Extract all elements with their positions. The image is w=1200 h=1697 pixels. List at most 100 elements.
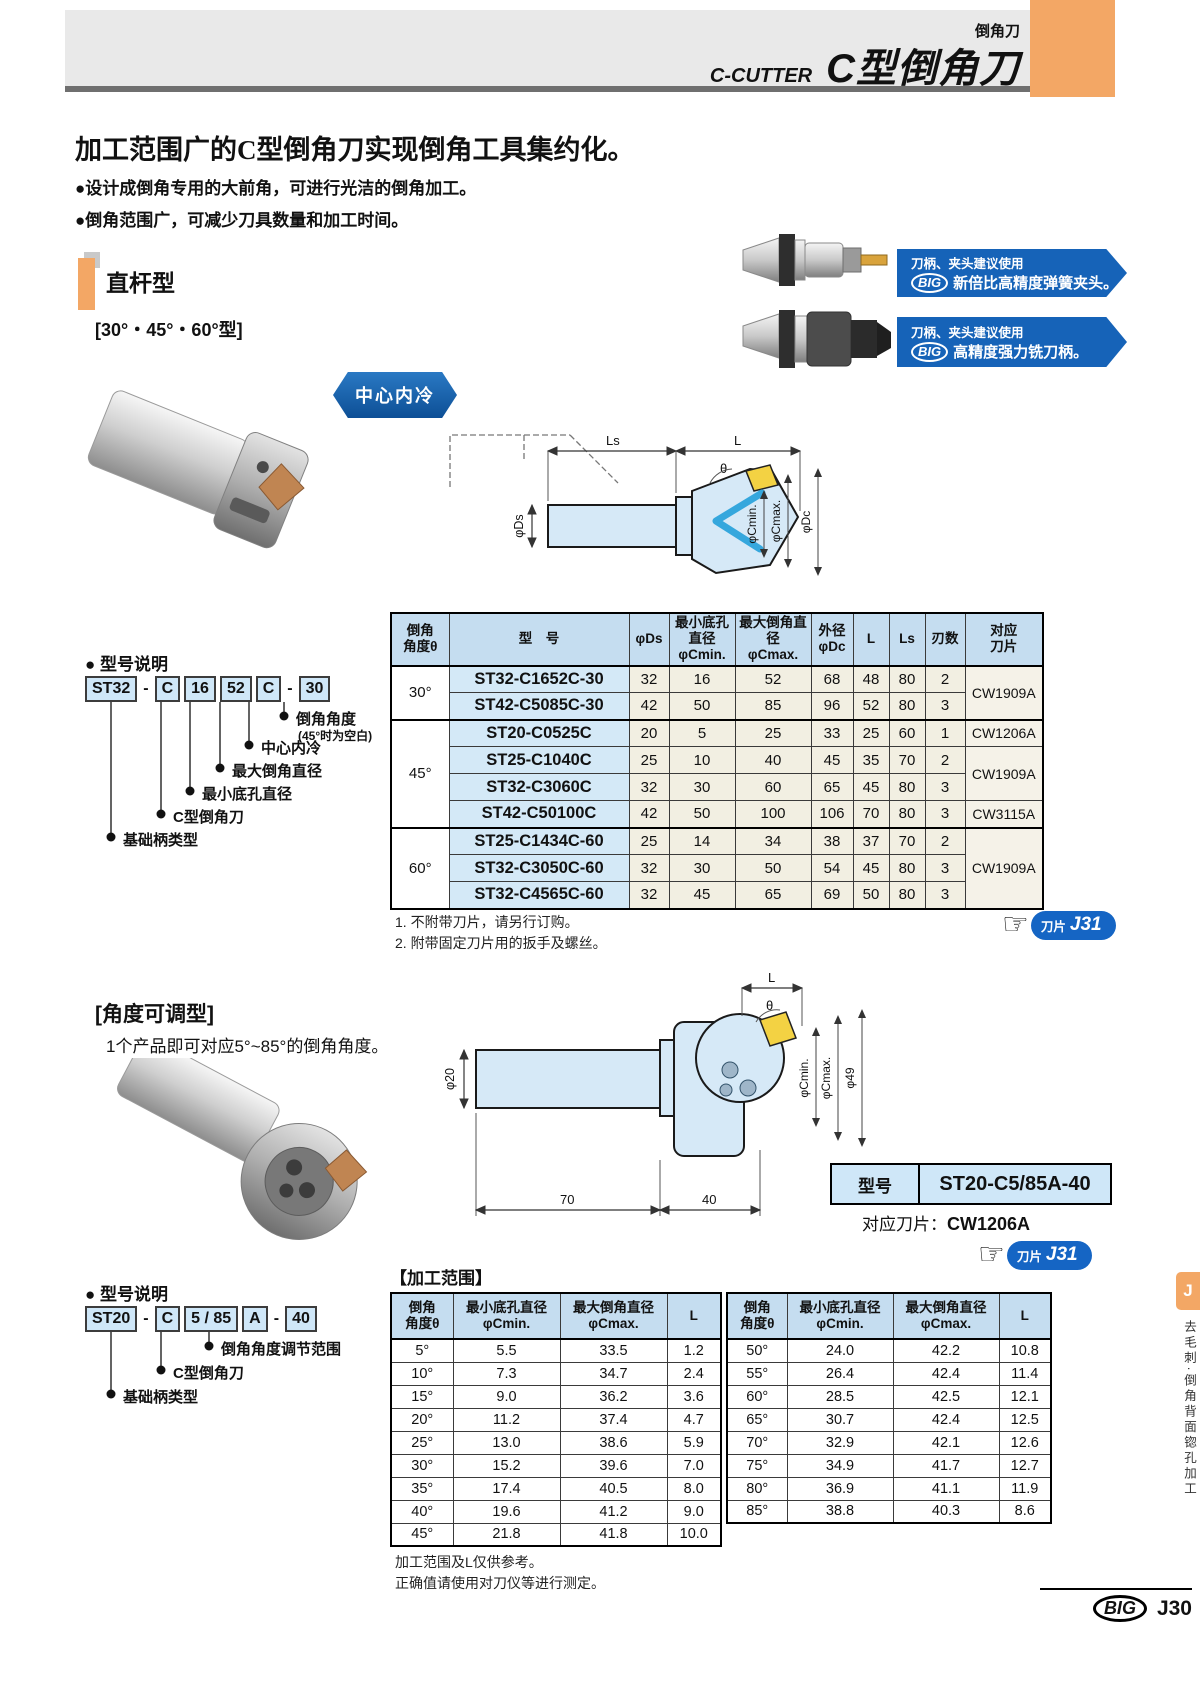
value-cell: 42.2	[892, 1338, 1000, 1363]
value-cell: 3.6	[666, 1384, 722, 1409]
value-cell: 2	[924, 826, 966, 856]
legend-label-angle-range: 倒角角度调节范围	[221, 1341, 342, 1358]
insert-ref-pill: 刀片 J31	[1006, 1240, 1092, 1270]
value-cell: 68	[810, 665, 854, 694]
dash: -	[287, 680, 293, 697]
value-cell: 1.2	[666, 1338, 722, 1363]
value-cell: 42.4	[892, 1407, 1000, 1432]
value-cell: 50	[668, 800, 736, 829]
section-title-straight: 直杆型	[106, 270, 175, 296]
value-cell: 30	[668, 854, 736, 883]
model-code-box: 30	[298, 676, 331, 702]
coolant-badge: 中心内冷	[333, 372, 457, 418]
angle-cell: 60°	[726, 1384, 788, 1409]
value-cell: 12.1	[998, 1384, 1052, 1409]
pointing-hand-icon: ☞	[1002, 908, 1029, 941]
column-header-line: 倒角	[743, 1299, 771, 1315]
insert-reference-button[interactable]: ☞ 刀片 J31	[978, 1240, 1092, 1270]
insert-ref-pill: 刀片 J31	[1030, 910, 1116, 940]
column-header: 型 号	[448, 612, 630, 667]
column-header: 刃数	[924, 612, 966, 667]
angle-cell: 15°	[390, 1384, 454, 1409]
insert-reference-button[interactable]: ☞ 刀片 J31	[1002, 910, 1116, 940]
value-cell: 7.0	[666, 1453, 722, 1478]
banner-product: 高精度强力铣刀柄。	[953, 344, 1089, 361]
value-cell: 2.4	[666, 1361, 722, 1386]
intro-headline: 加工范围广的C型倒角刀实现倒角工具集约化。	[75, 135, 635, 165]
model-cell: ST32-C3060C	[448, 773, 630, 802]
value-cell: 45	[852, 773, 890, 802]
angle-cell: 60°	[390, 826, 450, 910]
recommendation-banner: 刀柄、夹头建议使用 BIG 新倍比高精度弹簧夹头。	[897, 249, 1127, 297]
dash: -	[143, 680, 149, 697]
model-code-boxes: ST32- C 16 52 C- 30	[85, 676, 331, 702]
legend-label-cutter-type: C型倒角刀	[173, 1365, 244, 1382]
value-cell: 32	[628, 854, 670, 883]
column-header-line: φCmax.	[588, 1316, 639, 1331]
value-cell: 65	[810, 773, 854, 802]
dim-label-ls: Ls	[606, 433, 620, 448]
value-cell: 41.8	[559, 1522, 668, 1547]
milling-chuck-photo	[742, 310, 891, 368]
value-cell: 42	[628, 800, 670, 829]
model-legend-lines	[106, 1332, 214, 1399]
intro-bullet: ●设计成倒角专用的大前角，可进行光洁的倒角加工。	[75, 179, 477, 198]
column-header-line: 刃数	[931, 631, 959, 647]
legend-label-max-dia: 最大倒角直径	[232, 763, 323, 780]
column-header-line: 外径	[818, 623, 846, 639]
value-cell: 40	[734, 746, 812, 775]
angle-cell: 80°	[726, 1476, 788, 1501]
column-header-line: L	[866, 631, 876, 647]
value-cell: 80	[888, 665, 926, 694]
value-cell: 9.0	[452, 1384, 561, 1409]
value-cell: 33.5	[559, 1338, 668, 1363]
value-cell: 42.5	[892, 1384, 1000, 1409]
value-cell: 37	[852, 826, 890, 856]
value-cell: 25	[628, 746, 670, 775]
dim-label-cmin: φCmin.	[745, 504, 759, 543]
value-cell: 3	[924, 692, 966, 721]
column-header: L	[998, 1292, 1052, 1340]
value-cell: 12.6	[998, 1430, 1052, 1455]
adjustable-insert-line: 对应刀片：CW1206A	[862, 1210, 1030, 1235]
model-cell: ST25-C1434C-60	[448, 826, 630, 856]
column-header: L	[666, 1292, 722, 1340]
adjustable-description: 1个产品即可对应5°~85°的倒角角度。	[106, 1037, 389, 1056]
dim-label-d49: φ49	[843, 1067, 857, 1088]
legend-label-coolant: 中心内冷	[261, 740, 322, 757]
dim-label-cmax: φCmax.	[769, 500, 783, 542]
column-header: Ls	[888, 612, 926, 667]
column-header-line: 最小底孔直径	[675, 615, 729, 647]
dash: -	[143, 1310, 149, 1327]
section-index-tab[interactable]: J	[1176, 1272, 1200, 1310]
column-header-line: φCmin.	[482, 1316, 531, 1331]
model-code-box: 5 / 85	[184, 1306, 239, 1332]
value-cell: 45	[668, 881, 736, 910]
big-logo: BIG	[1092, 1595, 1147, 1622]
column-header-line: 角度θ	[403, 639, 438, 655]
header-category: 倒角刀	[974, 23, 1020, 40]
header-rule	[65, 86, 1030, 92]
column-header-line: 倒角	[406, 623, 434, 639]
banner-line1: 刀柄、夹头建议使用	[911, 326, 1024, 340]
adjustable-model-box: 型号 ST20-C5/85A-40	[830, 1163, 1112, 1205]
dim-label-70: 70	[560, 1192, 574, 1207]
value-cell: 24.0	[786, 1338, 894, 1363]
angle-cell: 25°	[390, 1430, 454, 1455]
table-note: 1. 不附带刀片，请另行订购。	[395, 914, 579, 930]
angle-cell: 45°	[390, 718, 450, 829]
column-header-line: 最大倒角直径	[739, 615, 807, 647]
big-logo: BIG	[911, 272, 949, 293]
value-cell: 10	[668, 746, 736, 775]
